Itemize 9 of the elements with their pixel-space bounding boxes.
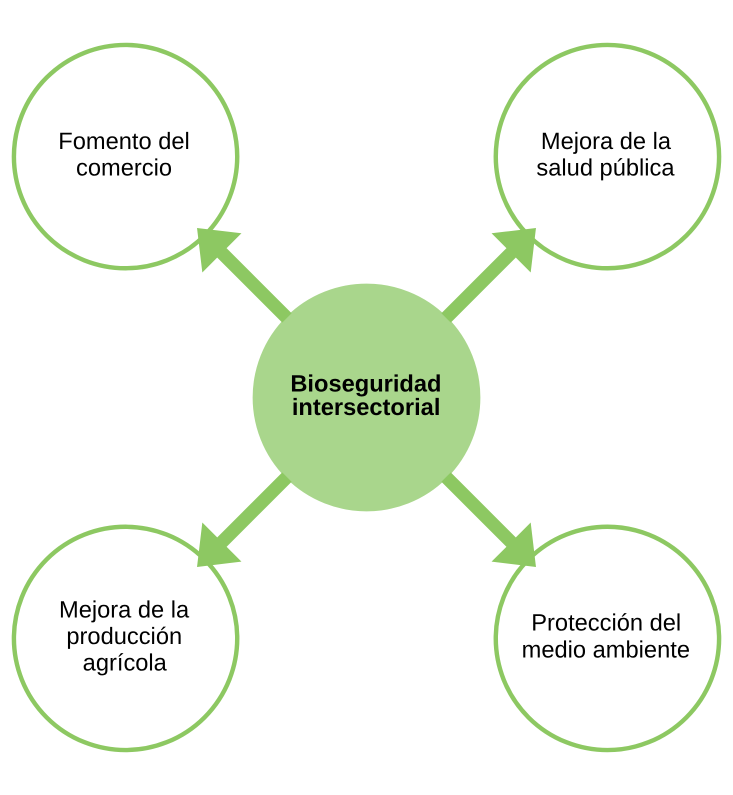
node-circle: Fomento del comercio <box>12 42 240 270</box>
arrow <box>441 228 536 323</box>
arrow <box>197 472 292 567</box>
arrow <box>197 228 292 323</box>
arrow <box>441 472 536 567</box>
node-circle: Mejora de la salud pública <box>494 42 722 270</box>
node-circle: Bioseguridad intersectorial <box>252 284 480 512</box>
node-circle: Protección del medio ambiente <box>494 524 722 752</box>
node-circle: Mejora de la producción agrícola <box>12 524 240 752</box>
